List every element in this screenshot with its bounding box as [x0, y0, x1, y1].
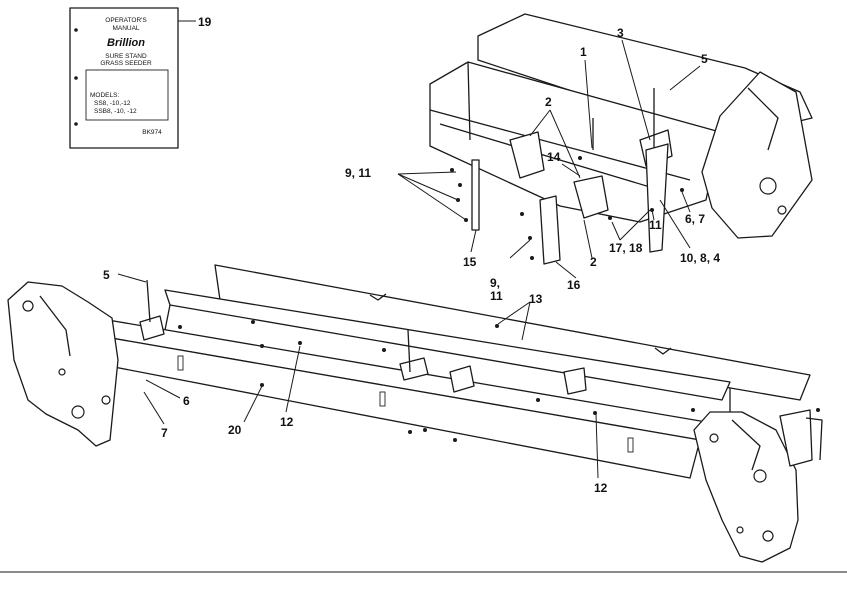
- callout-9-lower: 9,: [490, 276, 500, 290]
- callout-20: 20: [228, 423, 242, 437]
- callout-9-11-upper: 9, 11: [345, 166, 371, 180]
- manual-brand-logo: Brillion: [107, 37, 145, 49]
- manual-title-line2: MANUAL: [112, 25, 139, 32]
- callout-14: 14: [547, 150, 561, 164]
- callout-1: 1: [580, 45, 587, 59]
- manual-models-line1: SS8, -10,-12: [94, 100, 131, 107]
- callout-5-upper: 5: [701, 52, 708, 66]
- manual-models-title: MODELS:: [90, 92, 119, 99]
- callout-6-7: 6, 7: [685, 212, 705, 226]
- manual-product-line2: GRASS SEEDER: [100, 60, 152, 67]
- manual-title-line1: OPERATOR'S: [105, 17, 147, 24]
- callout-12-right: 12: [594, 481, 608, 495]
- callout-5-lower: 5: [103, 268, 110, 282]
- callout-13: 13: [529, 292, 543, 306]
- callout-15: 15: [463, 255, 477, 269]
- manual-part-number: BK974: [142, 129, 162, 136]
- callout-6: 6: [183, 394, 190, 408]
- callout-3: 3: [617, 26, 624, 40]
- callout-10-8-4: 10, 8, 4: [680, 251, 720, 265]
- callout-17-18: 17, 18: [609, 241, 643, 255]
- callout-11-upper: 11: [649, 218, 662, 232]
- callout-2-lower: 2: [590, 255, 597, 269]
- main-frame-assembly: [7, 264, 823, 563]
- upper-detail-assembly: [429, 13, 813, 265]
- callout-2-upper: 2: [545, 95, 552, 109]
- callout-19: 19: [198, 15, 212, 29]
- manual-product-line1: SURE STAND: [105, 53, 147, 60]
- operators-manual-cover: OPERATOR'S MANUAL Brillion SURE STAND GR…: [69, 7, 179, 149]
- manual-models-line2: SSB8, -10, -12: [94, 108, 137, 115]
- callout-11-lower: 11: [490, 289, 503, 303]
- callout-16: 16: [567, 278, 581, 292]
- callout-12-left: 12: [280, 415, 294, 429]
- callout-7: 7: [161, 426, 168, 440]
